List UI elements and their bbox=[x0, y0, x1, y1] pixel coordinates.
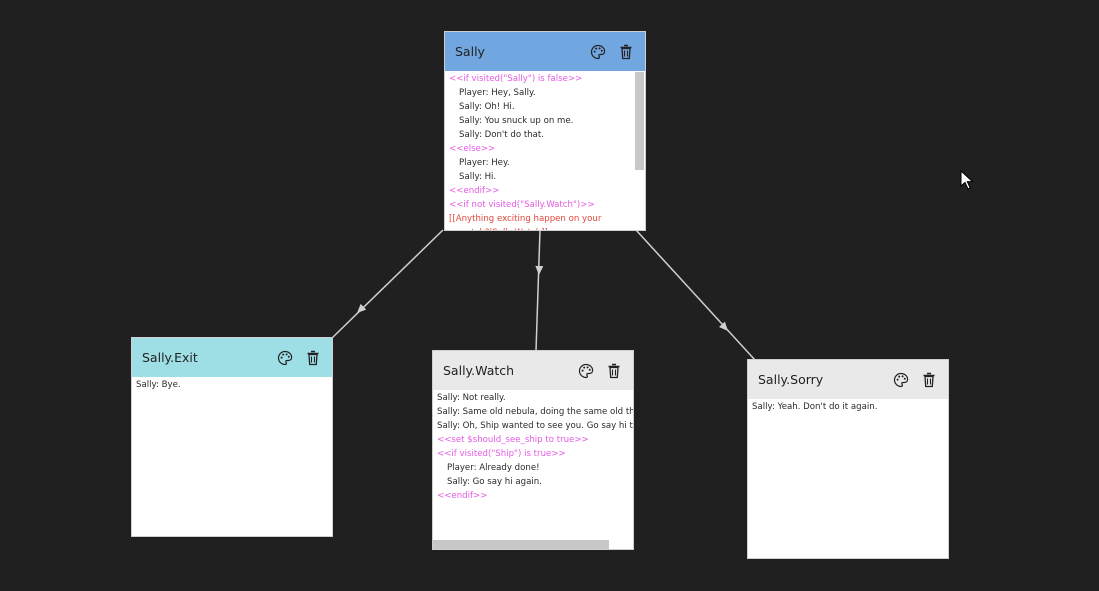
script-line: Sally: Same old nebula, doing the same o… bbox=[437, 407, 633, 417]
node-title: Sally bbox=[455, 44, 485, 59]
node-body-text[interactable]: Sally: Bye. bbox=[132, 377, 332, 536]
mouse-cursor-icon bbox=[960, 170, 974, 190]
palette-icon[interactable] bbox=[892, 371, 910, 389]
script-line: Sally: Not really. bbox=[437, 393, 506, 403]
trash-icon[interactable] bbox=[605, 362, 623, 380]
palette-icon[interactable] bbox=[577, 362, 595, 380]
horizontal-scrollbar[interactable] bbox=[433, 540, 609, 549]
node-body-text[interactable]: Sally: Yeah. Don't do it again. bbox=[748, 399, 948, 558]
arrowhead-icon bbox=[718, 321, 728, 331]
script-line: Sally: Bye. bbox=[136, 380, 181, 390]
script-line: [[Anything exciting happen on your bbox=[449, 214, 602, 224]
node-title: Sally.Exit bbox=[142, 350, 198, 365]
script-line: <<endif>> bbox=[437, 491, 488, 501]
script-line: <<if visited("Sally") is false>> bbox=[449, 74, 583, 84]
script-line: Sally: You snuck up on me. bbox=[459, 116, 574, 126]
script-line: <<set $should_see_ship to true>> bbox=[437, 435, 589, 445]
script-line: Sally: Yeah. Don't do it again. bbox=[752, 402, 878, 412]
trash-icon[interactable] bbox=[617, 43, 635, 61]
edge-sally-to-sally-watch bbox=[535, 229, 541, 352]
script-line: <<if not visited("Sally.Watch")>> bbox=[449, 200, 595, 210]
edge-sally-to-sally-sorry bbox=[635, 229, 756, 361]
script-line: <<endif>> bbox=[449, 186, 500, 196]
node-body-text[interactable]: <<if visited("Sally") is false>> Player: … bbox=[445, 71, 645, 230]
node-header[interactable]: Sally bbox=[445, 32, 645, 71]
script-line: Sally: Hi. bbox=[459, 172, 497, 182]
vertical-scrollbar[interactable] bbox=[635, 72, 644, 170]
node-header[interactable]: Sally.Exit bbox=[132, 338, 332, 377]
trash-icon[interactable] bbox=[920, 371, 938, 389]
arrowhead-icon bbox=[535, 265, 544, 275]
palette-icon[interactable] bbox=[276, 349, 294, 367]
palette-icon[interactable] bbox=[589, 43, 607, 61]
script-line: Player: Hey, Sally. bbox=[459, 88, 536, 98]
script-line: Player: Already done! bbox=[447, 463, 540, 473]
script-line: Sally: Oh! Hi. bbox=[459, 102, 515, 112]
script-line: <<else>> bbox=[449, 144, 496, 154]
node-body-text[interactable]: Sally: Not really. Sally: Same old nebula… bbox=[433, 390, 633, 549]
script-line: watch?|Sally.Watch]] bbox=[449, 226, 645, 230]
arrowhead-icon bbox=[357, 303, 367, 313]
script-line: Sally: Go say hi again. bbox=[447, 477, 542, 487]
script-line: Sally: Oh, Ship wanted to see you. Go sa… bbox=[437, 421, 633, 431]
script-line: <<if visited("Ship") is true>> bbox=[437, 449, 566, 459]
trash-icon[interactable] bbox=[304, 349, 322, 367]
script-line: Player: Hey. bbox=[459, 158, 510, 168]
node-sally[interactable]: Sally <<if visited("Sally") is false>> Pla… bbox=[445, 32, 645, 230]
node-header[interactable]: Sally.Watch bbox=[433, 351, 633, 390]
node-title: Sally.Watch bbox=[443, 363, 515, 378]
edge-sally-to-sally-exit bbox=[331, 229, 444, 339]
node-header[interactable]: Sally.Sorry bbox=[748, 360, 948, 399]
node-title: Sally.Sorry bbox=[758, 372, 824, 387]
script-line: Sally: Don't do that. bbox=[459, 130, 544, 140]
